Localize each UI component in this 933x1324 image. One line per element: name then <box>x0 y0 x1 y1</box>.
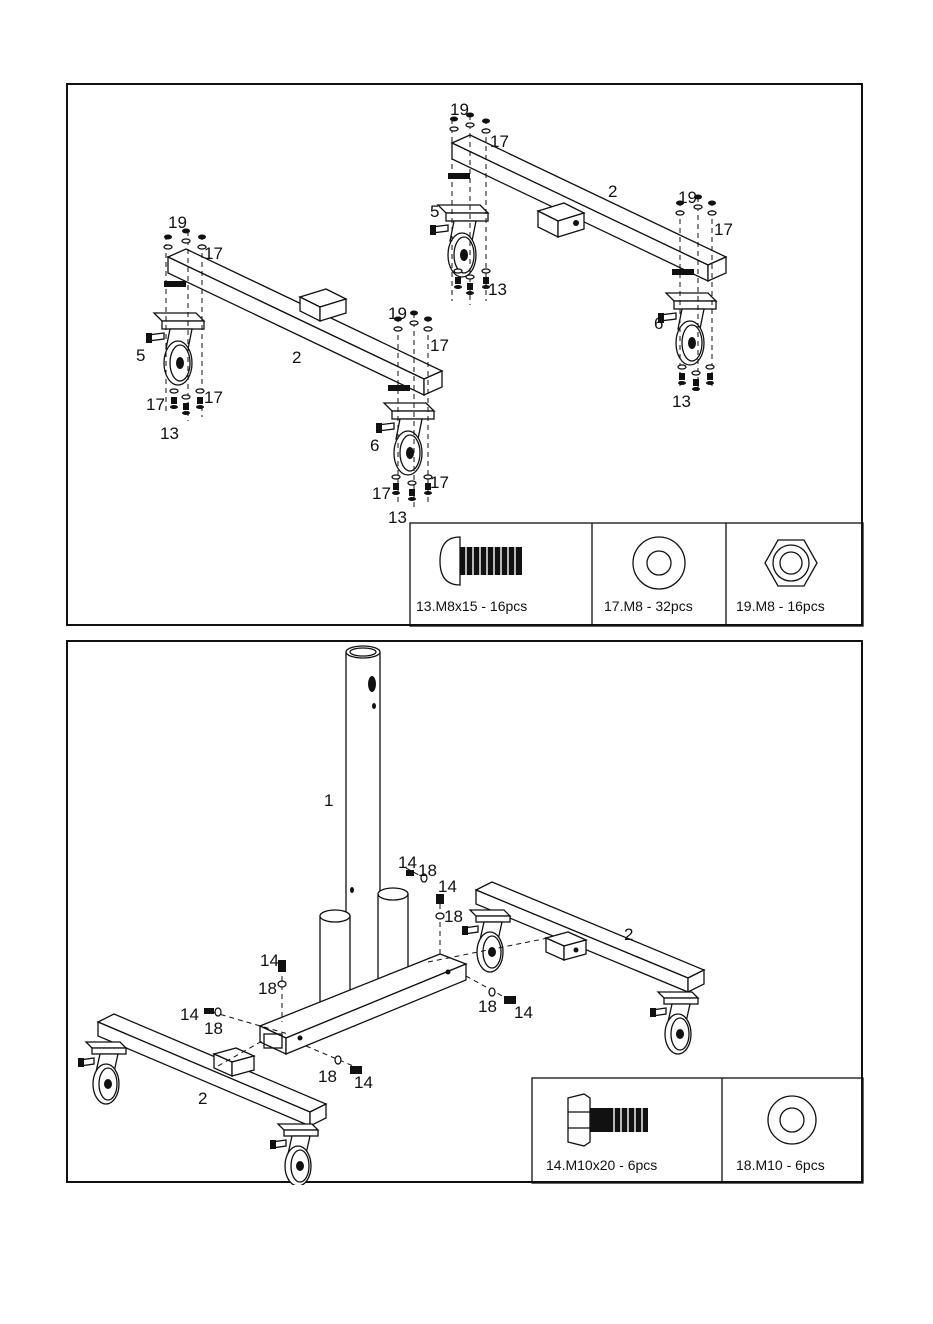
right-leg <box>462 882 704 1054</box>
callout-5: 5 <box>136 346 145 365</box>
right-base-assembly <box>430 113 726 396</box>
callout-13: 13 <box>672 392 691 411</box>
callout-19: 19 <box>678 188 697 207</box>
callout-17: 17 <box>204 244 223 263</box>
callout-6: 6 <box>370 436 379 455</box>
callout-18: 18 <box>478 997 497 1016</box>
callout-18: 18 <box>318 1067 337 1086</box>
callout-2: 2 <box>608 182 617 201</box>
washer-icon <box>633 537 685 589</box>
callout-14: 14 <box>438 877 457 896</box>
callout-13: 13 <box>388 508 407 527</box>
part-18-label: 18.M10 - 6pcs <box>736 1157 825 1173</box>
parts-table: 14.M10x20 - 6pcs 18.M10 - 6pcs <box>532 1078 863 1183</box>
parts-table: 13.M8x15 - 16pcs 17.M8 - 32pcs 19.M8 - 1… <box>410 523 863 626</box>
part-17-label: 17.M8 - 32pcs <box>604 598 693 614</box>
callout-17: 17 <box>204 388 223 407</box>
callout-13: 13 <box>488 280 507 299</box>
callout-19: 19 <box>450 100 469 119</box>
callout-18: 18 <box>204 1019 223 1038</box>
callout-19: 19 <box>388 304 407 323</box>
carriage-bolt-icon <box>440 537 522 585</box>
part-14-label: 14.M10x20 - 6pcs <box>546 1157 657 1173</box>
callout-14: 14 <box>398 853 417 872</box>
callout-13: 13 <box>160 424 179 443</box>
callout-2: 2 <box>292 348 301 367</box>
callout-5: 5 <box>430 202 439 221</box>
callout-17: 17 <box>372 484 391 503</box>
left-base-assembly <box>146 229 442 512</box>
callout-2: 2 <box>198 1089 207 1108</box>
caster-assembly-diagram: 19 17 2 5 17 17 13 19 17 6 17 17 13 19 1… <box>68 85 865 628</box>
callout-17: 17 <box>430 473 449 492</box>
callout-14: 14 <box>180 1005 199 1024</box>
callout-18: 18 <box>444 907 463 926</box>
callout-14: 14 <box>514 1003 533 1022</box>
callout-18: 18 <box>258 979 277 998</box>
callout-6: 6 <box>654 314 663 333</box>
callout-18: 18 <box>418 861 437 880</box>
washer-icon <box>768 1096 816 1144</box>
part-19-label: 19.M8 - 16pcs <box>736 598 825 614</box>
callout-17: 17 <box>714 220 733 239</box>
callout-2: 2 <box>624 925 633 944</box>
hex-bolt-icon <box>568 1094 648 1146</box>
bottom-assembly-panel: 1 14 18 14 18 2 14 18 14 18 18 14 18 14 … <box>66 640 863 1183</box>
hex-nut-icon <box>765 540 817 586</box>
center-post <box>346 646 380 1012</box>
top-assembly-panel: 19 17 2 5 17 17 13 19 17 6 17 17 13 19 1… <box>66 83 863 626</box>
callout-17: 17 <box>490 132 509 151</box>
callout-19: 19 <box>168 213 187 232</box>
callout-14: 14 <box>260 951 279 970</box>
callout-17: 17 <box>430 336 449 355</box>
callout-14: 14 <box>354 1073 373 1092</box>
callout-1: 1 <box>324 791 333 810</box>
callout-17: 17 <box>146 395 165 414</box>
post-assembly-diagram: 1 14 18 14 18 2 14 18 14 18 18 14 18 14 … <box>68 642 865 1185</box>
part-13-label: 13.M8x15 - 16pcs <box>416 598 527 614</box>
